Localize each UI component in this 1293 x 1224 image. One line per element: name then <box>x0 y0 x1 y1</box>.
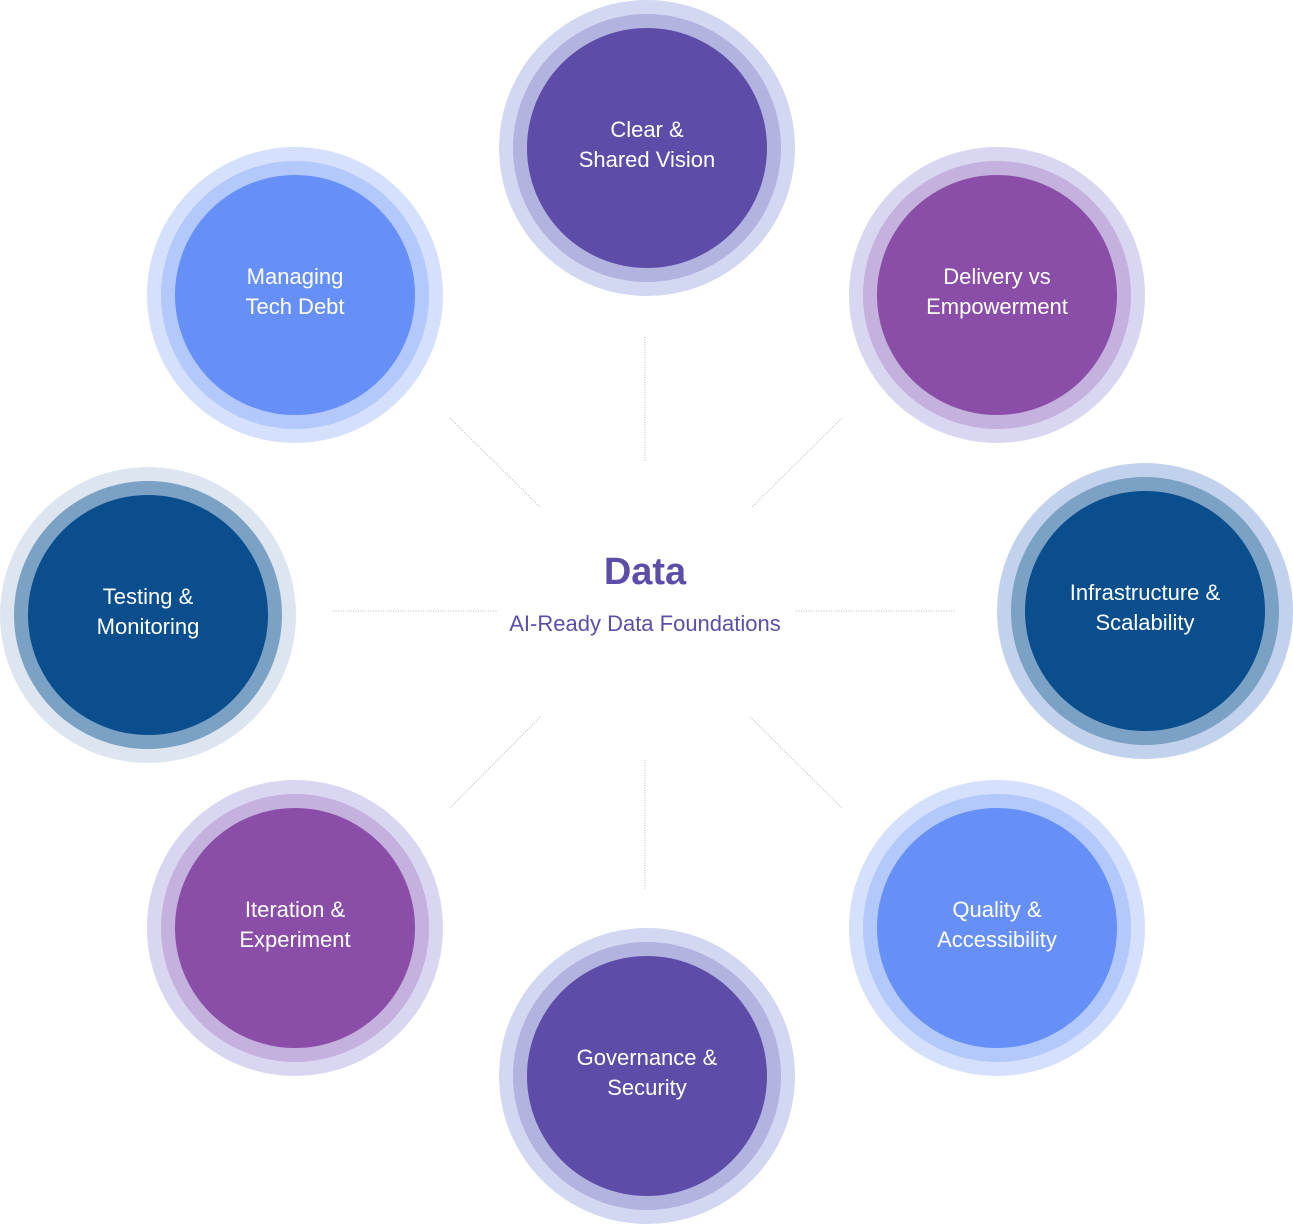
node-ring: Quality &Accessibility <box>863 794 1131 1062</box>
node-ring: Clear &Shared Vision <box>513 14 781 282</box>
node-label: Clear &Shared Vision <box>578 117 716 172</box>
node-ring: Iteration &Experiment <box>161 794 429 1062</box>
node-infrastructure-scalability: Infrastructure &Scalability <box>997 463 1293 759</box>
node-label: Testing &Monitoring <box>96 584 200 639</box>
node-core: Iteration &Experiment <box>175 808 415 1048</box>
node-label: Infrastructure &Scalability <box>1069 580 1221 635</box>
node-clear-shared-vision: Clear &Shared Vision <box>499 0 795 296</box>
center-hub: Data AI-Ready Data Foundations <box>495 545 795 639</box>
node-governance-security: Governance &Security <box>499 928 795 1224</box>
center-subtitle: AI-Ready Data Foundations <box>509 611 781 636</box>
node-iteration-experiment: Iteration &Experiment <box>147 780 443 1076</box>
node-label: Quality &Accessibility <box>937 897 1057 952</box>
node-quality-accessibility: Quality &Accessibility <box>849 780 1145 1076</box>
connector-line <box>449 716 541 809</box>
connector-line <box>751 417 843 508</box>
node-ring: Testing &Monitoring <box>14 481 282 749</box>
connector-line <box>449 417 541 508</box>
node-core: Infrastructure &Scalability <box>1025 491 1265 731</box>
connector-line <box>749 716 843 809</box>
node-core: Governance &Security <box>527 956 767 1196</box>
node-ring: Infrastructure &Scalability <box>1011 477 1279 745</box>
center-title: Data <box>603 551 687 593</box>
node-label: Governance &Security <box>576 1045 718 1100</box>
node-label: Iteration &Experiment <box>239 897 351 952</box>
node-ring: Governance &Security <box>513 942 781 1210</box>
node-testing-monitoring: Testing &Monitoring <box>0 467 296 763</box>
node-core: Quality &Accessibility <box>877 808 1117 1048</box>
node-core: Clear &Shared Vision <box>527 28 767 268</box>
node-core: Testing &Monitoring <box>28 495 268 735</box>
